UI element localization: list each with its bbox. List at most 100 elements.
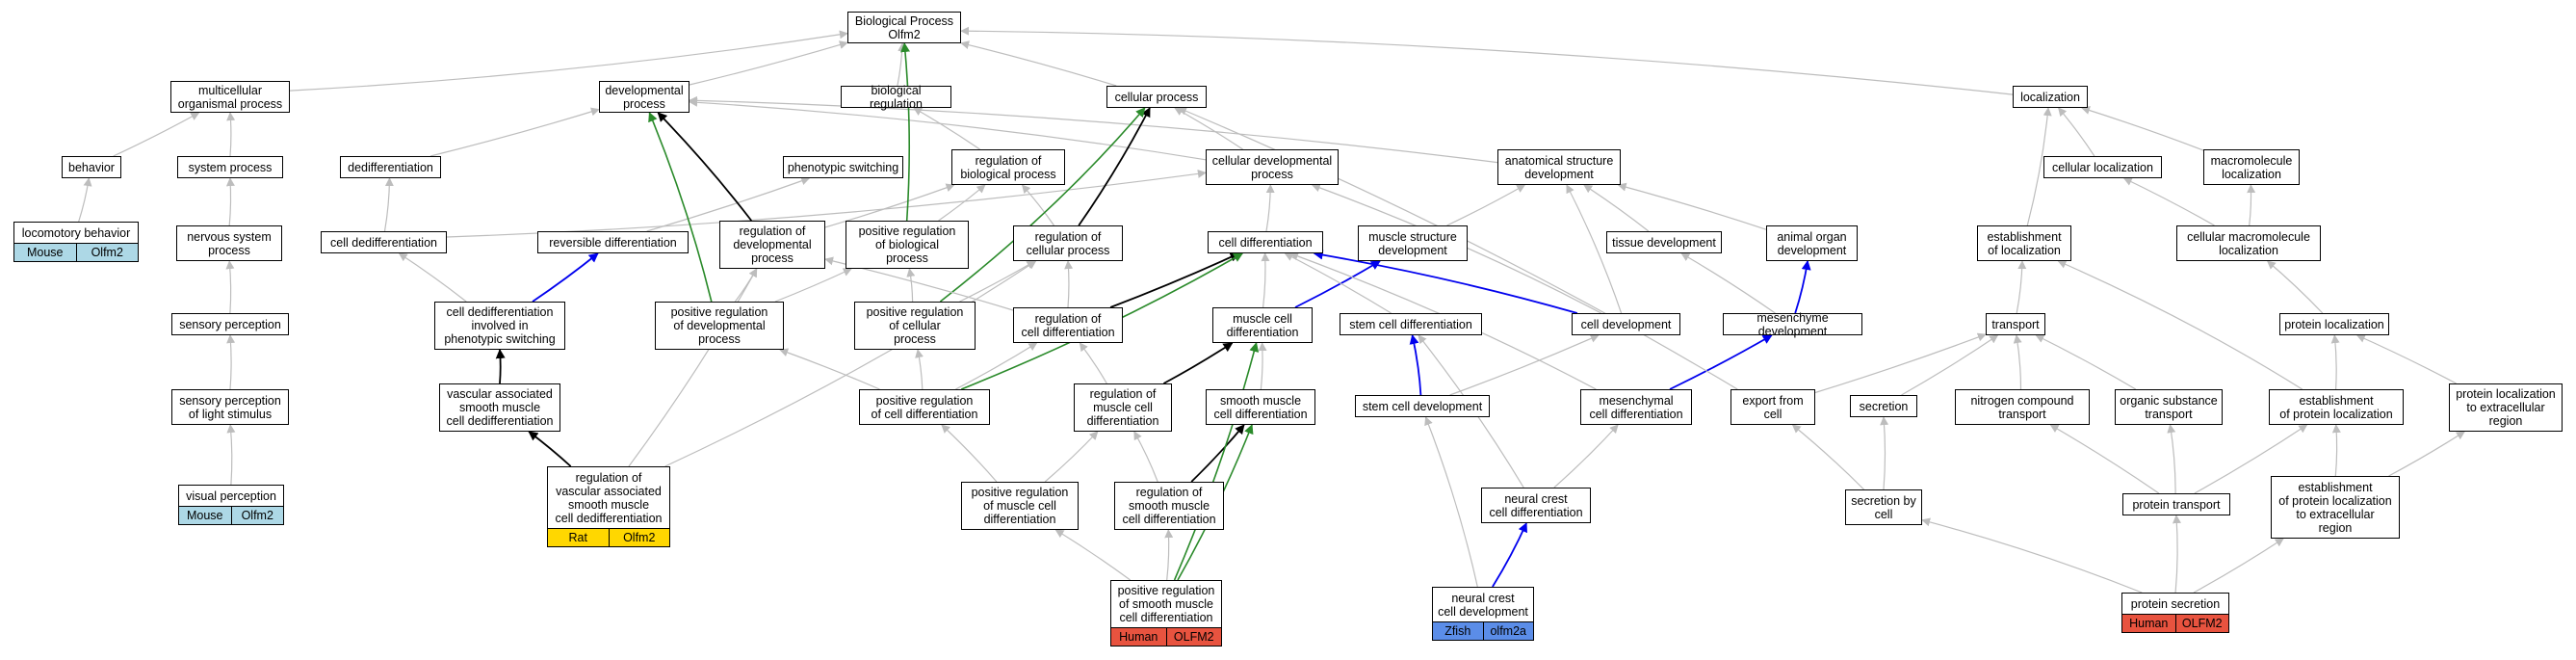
go-term-estprotloc[interactable]: establishment of protein localization <box>2269 389 2404 425</box>
go-term-locomotory[interactable]: locomotory behavior <box>13 222 139 244</box>
edge-proteintransport-to-estprotloc <box>2194 424 2308 494</box>
edge-posregsmooth-to-musclecelldiff <box>1173 342 1260 581</box>
gene-label: Olfm2 <box>609 528 670 547</box>
go-term-smoothdiff[interactable]: smooth muscle cell differentiation <box>1206 389 1315 425</box>
go-term-musclestruct[interactable]: muscle structure development <box>1358 225 1468 261</box>
go-term-celldevproc[interactable]: cellular developmental process <box>1206 149 1339 185</box>
go-term-celldediff[interactable]: cell dedifferentiation <box>321 231 447 253</box>
edge-posregsmooth-to-posregmuscle <box>1054 529 1132 581</box>
edge-posregmuscle-to-posregcelldiff <box>941 424 998 483</box>
go-term-neuralcrestdev[interactable]: neural crest cell development <box>1432 587 1534 622</box>
edge-celldevelopment-to-celldiff <box>1313 250 1578 314</box>
go-term-phenoswitch[interactable]: phenotypic switching <box>783 156 903 178</box>
go-term-sensory[interactable]: sensory perception <box>171 313 289 335</box>
edge-mesenchyme-to-animalorgan <box>1794 260 1811 314</box>
go-term-celldiff[interactable]: cell differentiation <box>1208 231 1323 253</box>
go-term-bp[interactable]: Biological Process Olfm2 <box>847 12 961 43</box>
edge-estprotloc-to-estloc <box>2057 260 2303 390</box>
go-term-posregdev[interactable]: positive regulation of developmental pro… <box>655 302 784 350</box>
go-term-mesenchyme[interactable]: mesenchyme development <box>1723 311 1862 338</box>
go-term-regsmooth[interactable]: regulation of smooth muscle cell differe… <box>1114 482 1224 530</box>
go-term-developmental[interactable]: developmental process <box>599 81 690 113</box>
edge-cellular-to-bp <box>960 40 1117 87</box>
go-term-bioreg[interactable]: biological regulation <box>841 84 951 111</box>
go-term-posregcelldiff[interactable]: positive regulation of cell differentiat… <box>859 389 990 425</box>
go-term-cellloc[interactable]: cellular localization <box>2043 156 2162 178</box>
edge-revdiff-to-phenoswitch <box>646 176 811 232</box>
edge-proteinsecretion-to-proteintransport <box>2172 515 2181 594</box>
go-term-nervous[interactable]: nervous system process <box>176 225 282 261</box>
go-term-proteintransport[interactable]: protein transport <box>2122 493 2230 515</box>
go-term-estloc[interactable]: establishment of localization <box>1977 225 2071 261</box>
go-term-regdev[interactable]: regulation of developmental process <box>719 221 825 269</box>
go-term-secretioncell[interactable]: secretion by cell <box>1845 489 1922 525</box>
go-term-system[interactable]: system process <box>177 156 283 178</box>
edge-regsmooth-to-smoothdiff <box>1190 424 1245 483</box>
go-term-celldevelopment[interactable]: cell development <box>1572 313 1680 335</box>
edge-dediff-to-developmental <box>429 107 600 157</box>
go-term-proteinloc[interactable]: protein localization <box>2279 313 2389 335</box>
edge-musclecelldiff-to-musclestruct <box>1294 260 1381 308</box>
edge-estprotloc-to-proteinloc <box>2330 334 2340 390</box>
go-term-protlocextra[interactable]: protein localization to extracellular re… <box>2449 383 2563 432</box>
go-term-posregcellproc[interactable]: positive regulation of cellular process <box>854 302 976 350</box>
edge-regmusclediff-to-musclecelldiff <box>1162 342 1234 384</box>
edge-organic-to-transport <box>2035 334 2137 390</box>
go-term-posregsmooth[interactable]: positive regulation of smooth muscle cel… <box>1110 580 1222 628</box>
edge-proteinsecretion-to-secretioncell <box>1921 517 2143 594</box>
edge-stemceldev-to-celldevelopment <box>1449 334 1600 396</box>
go-term-regbio[interactable]: regulation of biological process <box>951 149 1065 185</box>
go-term-regcelldiff[interactable]: regulation of cell differentiation <box>1013 307 1123 343</box>
gene-label: OLFM2 <box>1166 627 1222 647</box>
edge-bioreg-to-bp <box>897 42 907 87</box>
go-term-cellular[interactable]: cellular process <box>1106 86 1207 108</box>
edge-mesenchymalcd-to-mesenchyme <box>1669 334 1773 390</box>
go-term-vascular[interactable]: vascular associated smooth muscle cell d… <box>439 383 560 432</box>
go-term-animalorgan[interactable]: animal organ development <box>1766 225 1858 261</box>
edge-regvascular-to-vascular <box>528 431 572 467</box>
go-term-sensorylight[interactable]: sensory perception of light stimulus <box>171 389 289 425</box>
go-term-celldediffpheno[interactable]: cell dedifferentiation involved in pheno… <box>434 302 565 350</box>
go-term-behavior[interactable]: behavior <box>62 156 121 178</box>
go-term-proteinsecretion[interactable]: protein secretion <box>2121 593 2229 615</box>
go-term-posregmuscle[interactable]: positive regulation of muscle cell diffe… <box>961 482 1079 530</box>
go-term-secretion[interactable]: secretion <box>1850 395 1917 417</box>
go-term-multicellular[interactable]: multicellular organismal process <box>170 81 290 113</box>
go-term-localization[interactable]: localization <box>2013 86 2088 108</box>
go-term-revdiff[interactable]: reversible differentiation <box>537 231 689 253</box>
go-term-estprotextra[interactable]: establishment of protein localization to… <box>2271 476 2400 539</box>
edge-nervous-to-system <box>225 177 235 226</box>
edge-visual-to-sensorylight <box>226 424 236 486</box>
go-term-mesenchymalcd[interactable]: mesenchymal cell differentiation <box>1580 389 1692 425</box>
go-term-stemceldev[interactable]: stem cell development <box>1355 395 1490 417</box>
go-term-musclecelldiff[interactable]: muscle cell differentiation <box>1212 307 1313 343</box>
go-term-regmusclediff[interactable]: regulation of muscle cell differentiatio… <box>1074 383 1172 432</box>
species-label: Zfish <box>1432 621 1484 641</box>
go-term-macroloc[interactable]: macromolecule localization <box>2203 149 2300 185</box>
go-term-dediff[interactable]: dedifferentiation <box>340 156 441 178</box>
go-term-neuralcrestdiff[interactable]: neural crest cell differentiation <box>1481 488 1591 523</box>
go-term-visual[interactable]: visual perception <box>178 485 284 507</box>
go-term-anatdev[interactable]: anatomical structure development <box>1497 149 1621 185</box>
edge-animalorgan-to-anatdev <box>1617 182 1767 230</box>
edge-posregdev-to-posregbio <box>774 268 852 303</box>
edge-system-to-multicellular <box>226 112 236 157</box>
edge-cellmacroloc-to-macroloc <box>2247 184 2256 226</box>
go-term-exportcell[interactable]: export from cell <box>1730 389 1815 425</box>
edge-celldediffpheno-to-revdiff <box>532 252 599 303</box>
go-term-organic[interactable]: organic substance transport <box>2115 389 2223 425</box>
edge-estloc-to-localization <box>2026 107 2052 226</box>
go-term-cellmacroloc[interactable]: cellular macromolecule localization <box>2176 225 2321 261</box>
edge-macroloc-to-localization <box>2081 106 2204 151</box>
go-term-stemcelldiff[interactable]: stem cell differentiation <box>1340 313 1482 335</box>
go-term-posregbio[interactable]: positive regulation of biological proces… <box>846 221 969 269</box>
go-term-regcellproc[interactable]: regulation of cellular process <box>1013 225 1123 261</box>
go-term-transport[interactable]: transport <box>1986 313 2045 335</box>
go-term-tissuedev[interactable]: tissue development <box>1606 231 1722 253</box>
go-term-nitrogen[interactable]: nitrogen compound transport <box>1955 389 2090 425</box>
edge-regcellproc-to-cellular <box>1078 107 1151 226</box>
go-term-regvascular[interactable]: regulation of vascular associated smooth… <box>547 466 670 529</box>
edge-regcelldiff-to-celldiff <box>1109 252 1240 308</box>
